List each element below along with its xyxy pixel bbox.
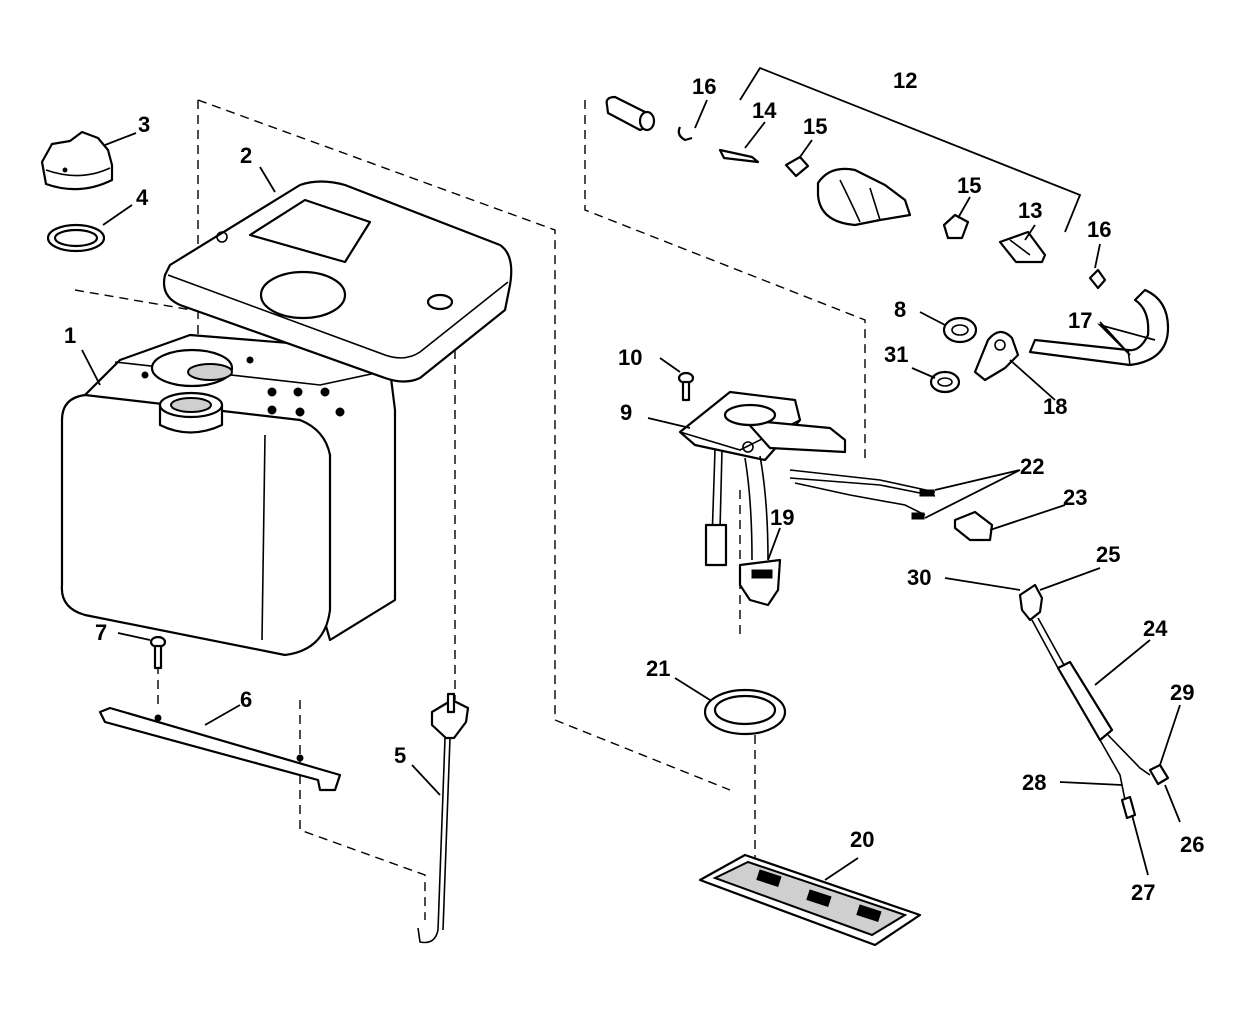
- callout-1: 1: [64, 323, 76, 348]
- callout-18: 18: [1043, 394, 1067, 419]
- callout-16a: 16: [692, 74, 716, 99]
- callout-4: 4: [136, 185, 149, 210]
- callout-3: 3: [138, 112, 150, 137]
- sender-assembly: [1018, 583, 1170, 820]
- callout-15b: 15: [957, 173, 981, 198]
- wire-connector: [953, 510, 994, 542]
- callout-12: 12: [893, 68, 917, 93]
- callout-9: 9: [620, 400, 632, 425]
- fuel-hose: [1028, 288, 1170, 367]
- callout-29: 29: [1170, 680, 1194, 705]
- callout-24: 24: [1143, 616, 1168, 641]
- callout-22: 22: [1020, 454, 1044, 479]
- callout-labels: 1 2 3 4 5 6 7 8 9 10 12 13 14 15 15 16 1…: [64, 68, 1204, 905]
- callout-19: 19: [770, 505, 794, 530]
- wire-leads: [789, 469, 936, 520]
- callout-27: 27: [1131, 880, 1155, 905]
- callout-8: 8: [894, 297, 906, 322]
- callout-14: 14: [752, 98, 777, 123]
- tank-cover: [162, 180, 513, 383]
- fuel-gauge: [417, 692, 470, 944]
- callout-26: 26: [1180, 832, 1204, 857]
- callout-6: 6: [240, 687, 252, 712]
- bracket-screw: [149, 635, 167, 670]
- fuel-cap: [40, 130, 114, 191]
- callout-23: 23: [1063, 485, 1087, 510]
- callout-5: 5: [394, 743, 406, 768]
- cap-gasket: [46, 223, 106, 253]
- callout-16b: 16: [1087, 217, 1111, 242]
- callout-21: 21: [646, 656, 670, 681]
- callout-13: 13: [1018, 198, 1042, 223]
- callout-30: 30: [907, 565, 931, 590]
- hose-connector: [973, 330, 1020, 382]
- filter-plate: [698, 853, 922, 947]
- callout-7: 7: [95, 620, 107, 645]
- primer-bulb-assembly: [605, 95, 1107, 290]
- callout-15a: 15: [803, 114, 827, 139]
- callout-25: 25: [1096, 542, 1120, 567]
- hose-clamp-8: [942, 316, 978, 344]
- pickup-screw: [677, 371, 695, 402]
- tank-bracket: [98, 706, 342, 792]
- callout-20: 20: [850, 827, 874, 852]
- fuel-tank: [60, 333, 397, 657]
- callout-17: 17: [1068, 308, 1092, 333]
- callout-28: 28: [1022, 770, 1046, 795]
- leader-lines: [81, 66, 1181, 881]
- callout-10: 10: [618, 345, 642, 370]
- pickup-gasket: [703, 688, 787, 736]
- callout-2: 2: [240, 143, 252, 168]
- hose-clamp-31: [929, 370, 961, 394]
- fuel-pickup-assembly: [678, 390, 847, 607]
- callout-31: 31: [884, 342, 908, 367]
